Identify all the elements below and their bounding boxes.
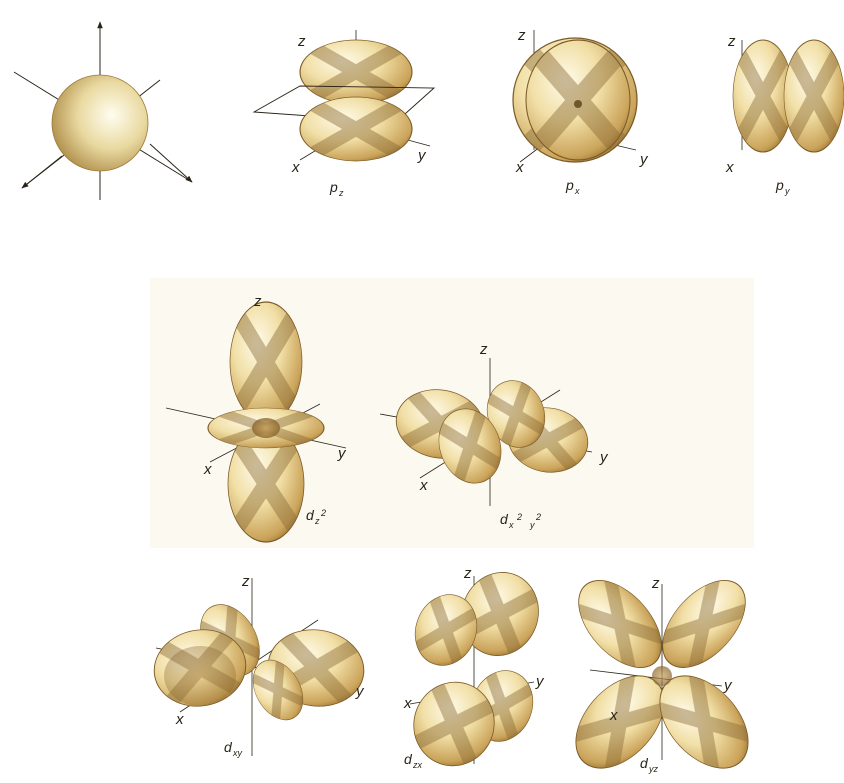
dyz-lobe-top-left bbox=[563, 565, 677, 682]
dyz-z-label: z bbox=[651, 575, 660, 592]
s-orbital bbox=[14, 22, 192, 200]
py-caption: p y bbox=[775, 177, 790, 196]
dzx-z-label: z bbox=[463, 565, 472, 582]
dz2-z-label: z bbox=[253, 293, 262, 310]
dyz-caption: d yz bbox=[640, 755, 659, 774]
dzx-caption: d zx bbox=[404, 751, 423, 770]
dxy-caption: d xy bbox=[224, 739, 243, 758]
svg-text:y: y bbox=[784, 186, 790, 196]
svg-text:x: x bbox=[508, 520, 514, 530]
pz-y-label: y bbox=[417, 147, 427, 164]
svg-text:d: d bbox=[500, 511, 509, 527]
px-z-label: z bbox=[517, 27, 526, 44]
dz2-torus-core bbox=[252, 418, 280, 438]
dzx-x-label: x bbox=[403, 695, 412, 712]
svg-text:zx: zx bbox=[412, 760, 423, 770]
svg-text:2: 2 bbox=[535, 512, 541, 522]
dyz-center bbox=[652, 666, 672, 686]
dyz-x-label: x bbox=[609, 707, 618, 724]
svg-text:xy: xy bbox=[232, 748, 243, 758]
py-lobe-right bbox=[784, 40, 844, 152]
dxy-orbital: z y x d xy bbox=[148, 573, 369, 758]
pz-x-label: x bbox=[291, 159, 300, 176]
pz-lobe-top bbox=[300, 40, 412, 104]
dz2-lobe-top bbox=[230, 302, 302, 422]
svg-text:d: d bbox=[306, 507, 315, 523]
dz2-x-label: x bbox=[203, 461, 212, 478]
dyz-y-label: y bbox=[723, 677, 733, 694]
dzx-y-label: y bbox=[535, 673, 545, 690]
s-sphere bbox=[52, 75, 148, 171]
dx2y2-z-label: z bbox=[479, 341, 488, 358]
svg-text:z: z bbox=[338, 188, 344, 198]
pz-z-label: z bbox=[297, 33, 306, 50]
py-orbital: z x p y bbox=[725, 33, 844, 196]
dxy-x-label: x bbox=[175, 711, 184, 728]
px-node-point bbox=[574, 100, 582, 108]
py-x-label: x bbox=[725, 159, 734, 176]
svg-text:p: p bbox=[775, 177, 784, 193]
px-y-label: y bbox=[639, 151, 649, 168]
px-caption: p x bbox=[565, 177, 580, 196]
s-y-arrow bbox=[150, 144, 192, 182]
svg-text:yz: yz bbox=[648, 764, 659, 774]
dxy-z-label: z bbox=[241, 573, 250, 590]
px-orbital: z x y p x bbox=[513, 27, 649, 196]
pz-orbital: z x y p z bbox=[254, 30, 434, 198]
pz-caption: p z bbox=[329, 179, 344, 198]
py-z-label: z bbox=[727, 33, 736, 50]
px-x-label: x bbox=[515, 159, 524, 176]
dxy-lobe-shade bbox=[164, 646, 236, 706]
svg-text:2: 2 bbox=[320, 508, 326, 518]
svg-text:y: y bbox=[529, 520, 535, 530]
svg-text:x: x bbox=[574, 186, 580, 196]
svg-text:2: 2 bbox=[516, 512, 522, 522]
dxy-y-label: y bbox=[355, 683, 365, 700]
svg-text:d: d bbox=[404, 751, 413, 767]
svg-text:d: d bbox=[640, 755, 649, 771]
svg-text:p: p bbox=[565, 177, 574, 193]
s-x-arrow bbox=[22, 156, 62, 188]
pz-lobe-bottom bbox=[300, 97, 412, 161]
dyz-orbital: z y x d yz bbox=[559, 565, 766, 778]
dyz-lobe-top-right bbox=[647, 565, 761, 682]
dx2y2-x-label: x bbox=[419, 477, 428, 494]
svg-text:p: p bbox=[329, 179, 338, 195]
svg-text:d: d bbox=[224, 739, 233, 755]
dzx-orbital: z y x d zx bbox=[402, 562, 550, 778]
svg-text:z: z bbox=[314, 516, 320, 526]
